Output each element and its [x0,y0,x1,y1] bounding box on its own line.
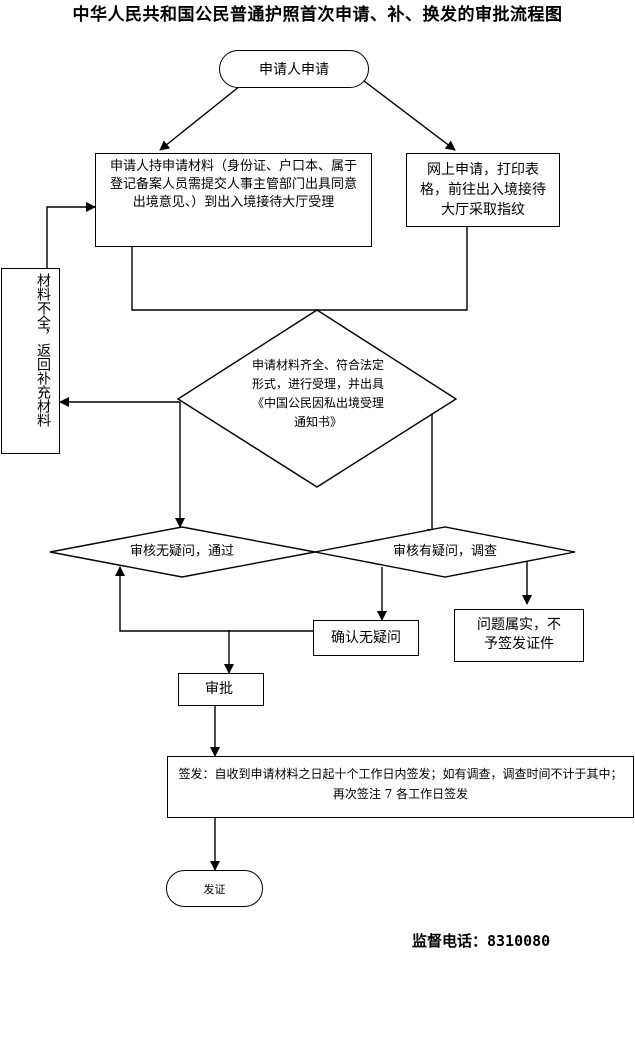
materials-box: 申请人持申请材料（身份证、户口本、属于登记备案人员需提交人事主管部门出具同意出境… [95,153,372,247]
confirm-box: 确认无疑问 [313,620,419,656]
arrow-start-to-online [359,77,456,151]
confirm-text: 确认无疑问 [331,630,401,646]
approve-text: 审批 [205,681,233,697]
start-node: 申请人申请 [219,50,369,88]
arrow-confirm-to-no-doubt [115,566,313,632]
reject-text: 问题属实，不予签发证件 [477,617,561,652]
doubt-text: 审核有疑问，调查 [392,544,497,559]
approve-box: 审批 [178,673,264,706]
doubt-diamond-shape [314,526,576,578]
no-doubt-text: 审核无疑问，通过 [129,544,234,559]
arrow-start-to-materials [159,77,251,151]
issue-time-text: 签发：自收到申请材料之日起十个工作日内签发；如有调查，调查时间不计于其中；再次签… [178,767,623,801]
materials-text: 申请人持申请材料（身份证、户口本、属于登记备案人员需提交人事主管部门出具同意出境… [109,159,357,210]
online-box: 网上申请，打印表格，前往出入境接待大厅采取指纹 [406,153,560,227]
merge-line [131,227,468,311]
issue-end-node: 发证 [166,870,263,907]
incomplete-box: 材料不全，返回补充材料 [1,268,60,454]
page-title: 中华人民共和国公民普通护照首次申请、补、换发的审批流程图 [72,5,563,25]
accept-diamond-shape [176,309,458,488]
accept-diamond-text: 申请材料齐全、符合法定形式，进行受理，并出具《中国公民因私出境受理通知书》 [251,358,384,429]
online-text: 网上申请，打印表格，前往出入境接待大厅采取指纹 [420,162,546,218]
reject-box: 问题属实，不予签发证件 [454,609,584,662]
supervision-phone: 监督电话：8310080 [412,932,551,950]
arrow-incomplete-to-materials [46,202,96,268]
issue-time-box: 签发：自收到申请材料之日起十个工作日内签发；如有调查，调查时间不计于其中；再次签… [167,756,634,818]
